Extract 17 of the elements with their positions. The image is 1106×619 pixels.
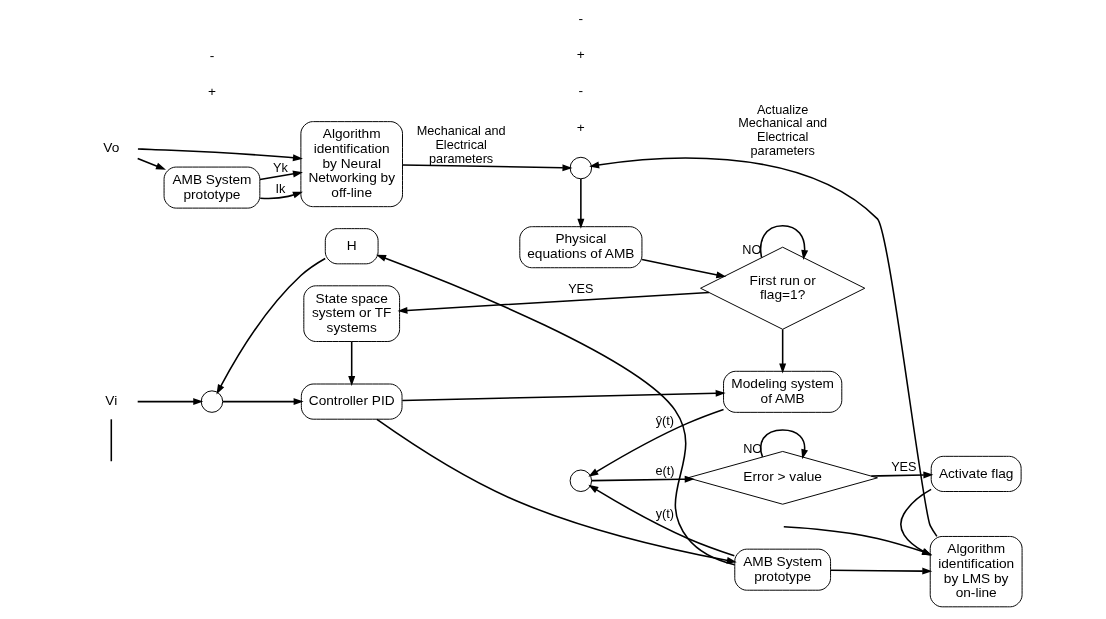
edge-label: Actualize Mechanical and Electrical parameters [737, 102, 827, 158]
label: + [576, 47, 585, 63]
edge-label: YES [890, 460, 917, 475]
edge-label: Mechanical and Electrical parameters [416, 124, 506, 166]
label: + [207, 84, 216, 100]
edge-label: y(t) [655, 507, 674, 522]
label: - [578, 83, 583, 99]
label: - [209, 48, 214, 64]
edge-label: Ik [274, 181, 285, 196]
edge-label: e(t) [654, 464, 674, 479]
edge-label: ŷ(t) [655, 414, 674, 429]
edge-label: Yk [272, 161, 288, 176]
node-text: Vi [104, 393, 117, 409]
node-text: Vo [102, 140, 119, 156]
label: - [578, 11, 583, 27]
edge-label: YES [567, 281, 594, 296]
label: + [576, 119, 585, 135]
